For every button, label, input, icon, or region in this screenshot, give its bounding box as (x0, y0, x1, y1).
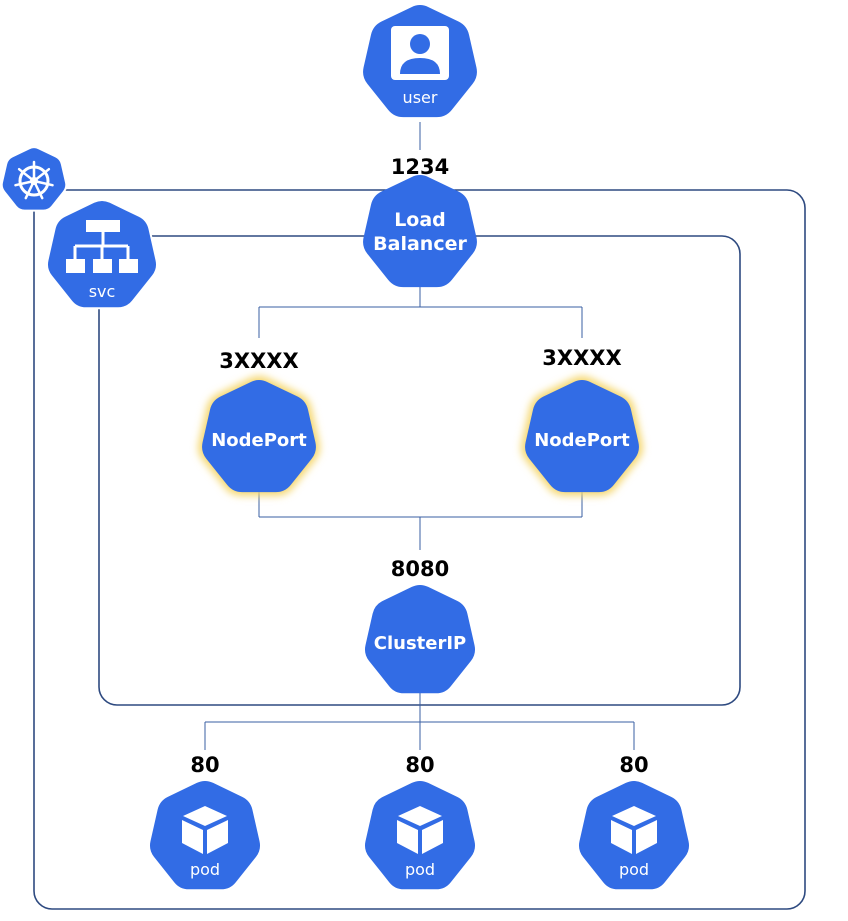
nodeport-1-label: NodePort (211, 430, 307, 451)
nodeport-2-label: NodePort (534, 430, 630, 451)
pod-1-label: pod (190, 860, 220, 879)
load-balancer-label-line2: Balancer (373, 233, 467, 255)
user-label: user (403, 88, 438, 107)
nodeport-1-port: 3XXXX (219, 349, 298, 373)
nodeport-2-port: 3XXXX (542, 346, 621, 370)
svc-label: svc (89, 282, 116, 301)
pod-1-port: 80 (190, 753, 219, 777)
pod-2-node[interactable]: pod (364, 780, 476, 890)
load-balancer-label-line1: Load (394, 209, 446, 231)
load-balancer-node[interactable]: Load Balancer (363, 175, 477, 288)
cube-icon (397, 806, 443, 854)
network-hierarchy-icon (66, 220, 138, 273)
user-node[interactable]: user (363, 5, 477, 118)
clusterip-port: 8080 (391, 557, 449, 581)
pod-1-node[interactable]: pod (149, 780, 261, 890)
user-icon (391, 26, 449, 80)
connectors (204, 122, 635, 750)
pod-3-node[interactable]: pod (578, 780, 690, 890)
clusterip-label: ClusterIP (374, 633, 467, 654)
pod-3-port: 80 (619, 753, 648, 777)
clusterip-node[interactable]: ClusterIP (364, 584, 476, 694)
cluster-icon (0, 146, 68, 212)
load-balancer-port: 1234 (391, 155, 449, 179)
kubernetes-helm-icon (14, 160, 54, 200)
svc-node: svc (45, 198, 159, 310)
pod-2-port: 80 (405, 753, 434, 777)
nodeport-2-node[interactable]: NodePort (521, 376, 643, 496)
pod-3-label: pod (619, 860, 649, 879)
cube-icon (182, 806, 228, 854)
cube-icon (611, 806, 657, 854)
pod-2-label: pod (405, 860, 435, 879)
nodeport-1-node[interactable]: NodePort (198, 376, 320, 496)
